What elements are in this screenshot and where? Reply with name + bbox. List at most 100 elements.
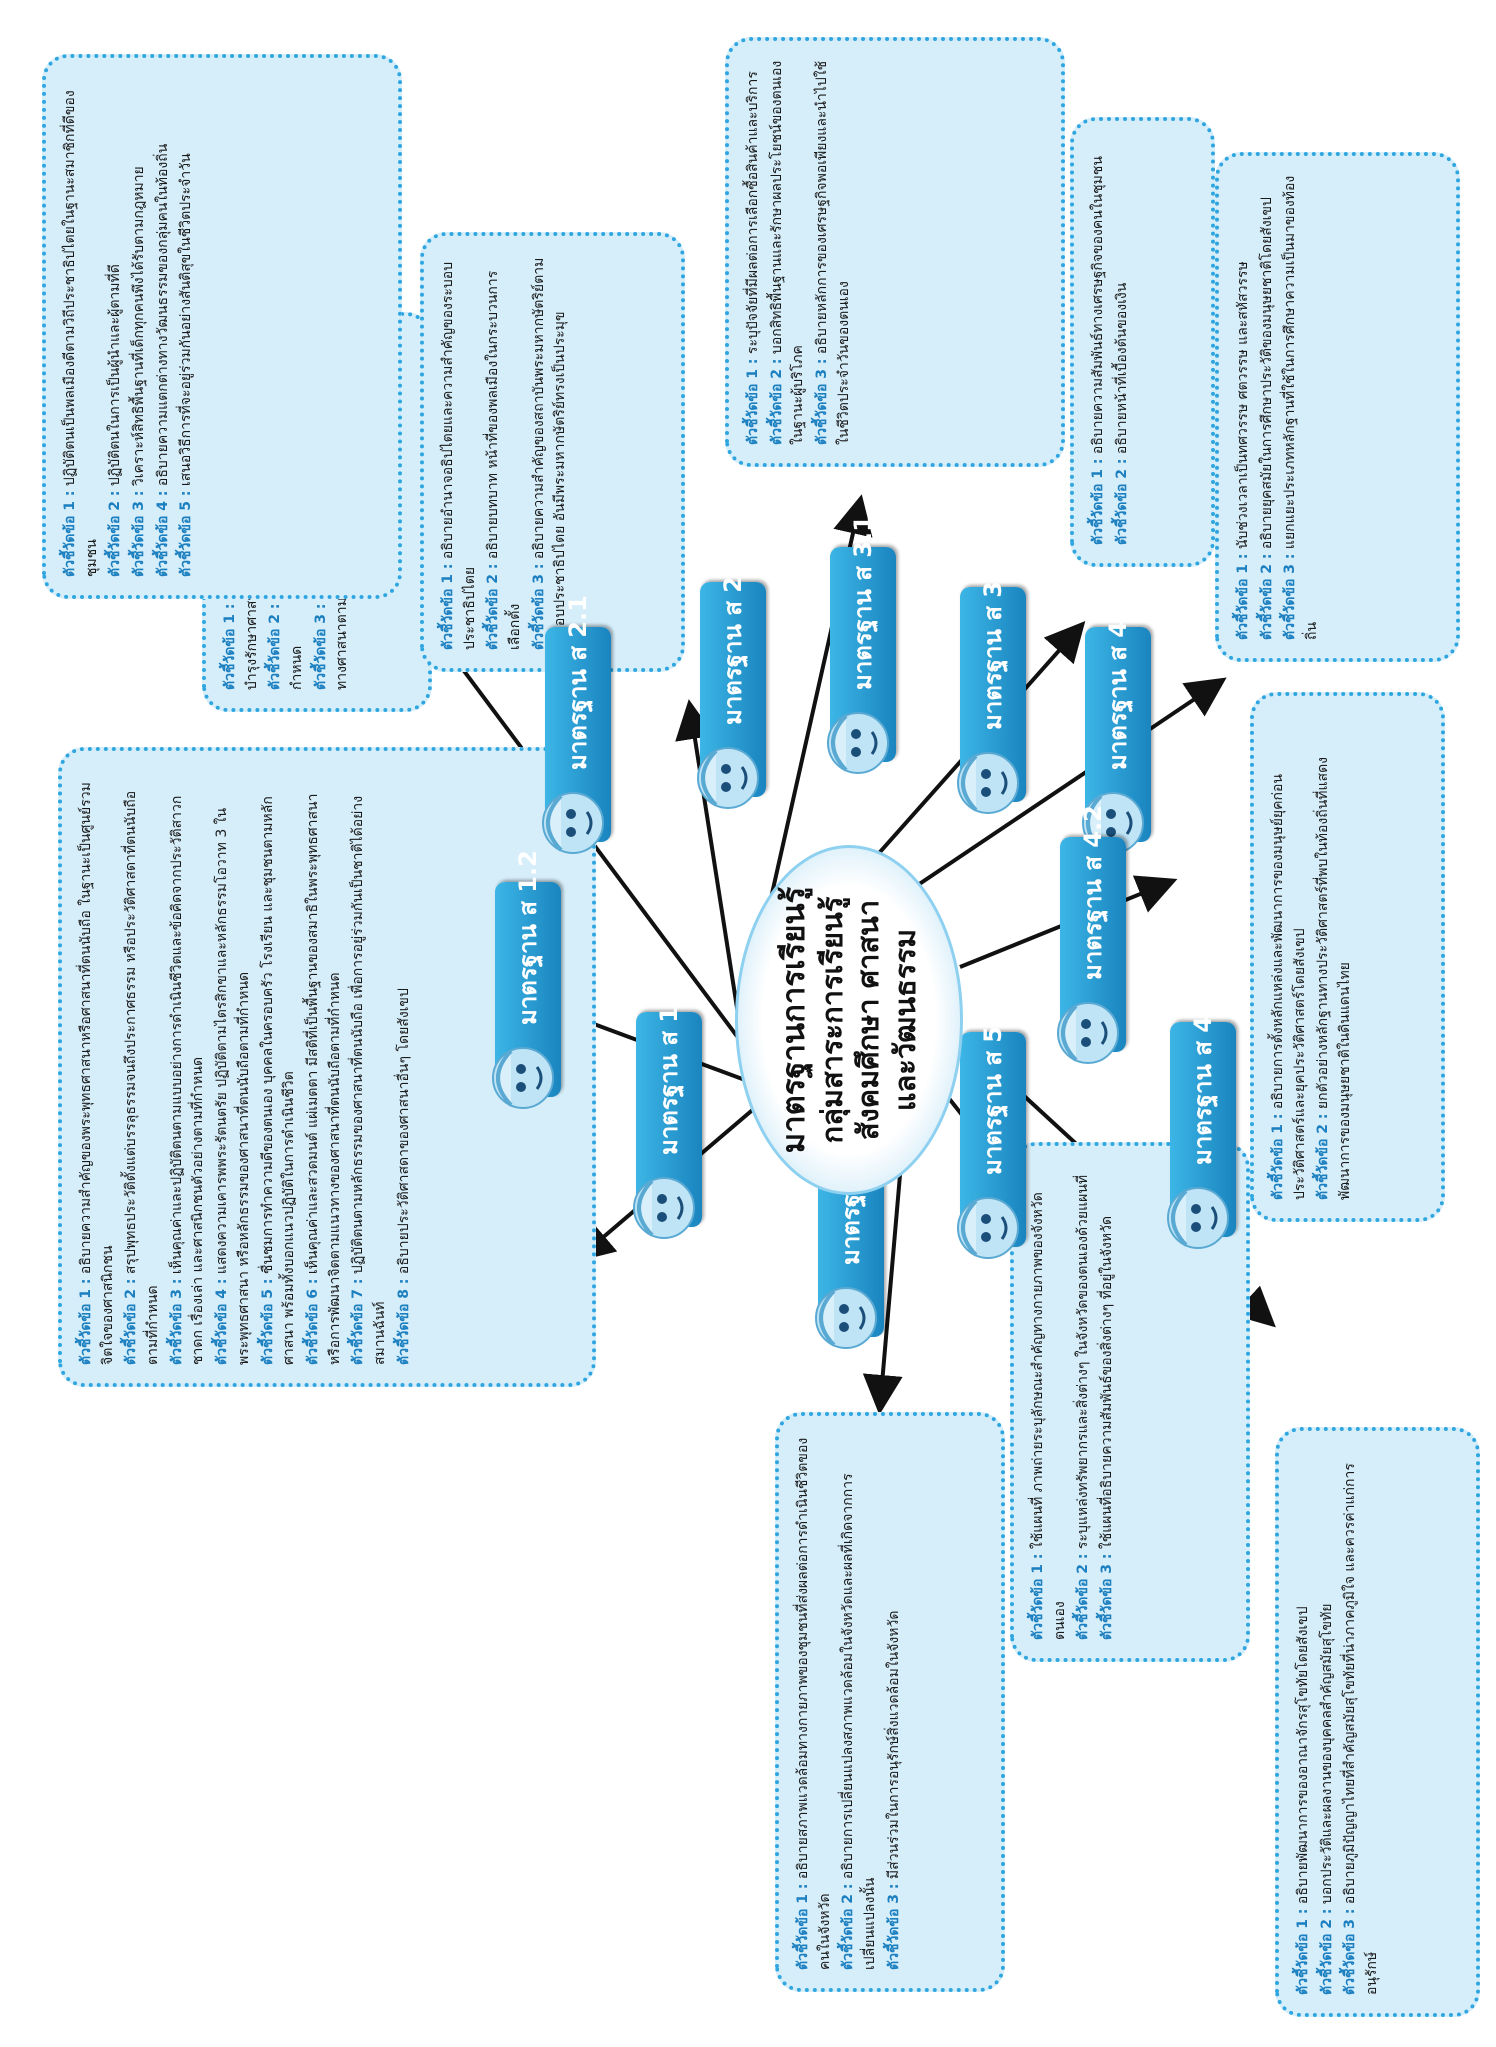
indicator-text: ใช้แผนที่อธิบายความสัมพันธ์ของสิ่งต่างๆ … <box>1099 1215 1116 1550</box>
standard-label: มาตรฐาน ส 2.1 <box>564 595 592 770</box>
indicator-label: ตัวชี้วัดข้อ 8 : <box>395 1278 412 1365</box>
indicator-label: ตัวชี้วัดข้อ 1 : <box>440 563 456 650</box>
indicator-item: ตัวชี้วัดข้อ 2 : อธิบายหน้าที่เบื้องต้นข… <box>1112 139 1134 545</box>
indicator-text: สรุปพุทธประวัติตั้งแต่บรรลุธรรมจนถึงประก… <box>123 790 162 1365</box>
standard-badge-s32: มาตรฐาน ส 3.2 <box>957 555 1026 814</box>
mascot-icon <box>542 792 604 854</box>
indicator-label: ตัวชี้วัดข้อ 2 : <box>123 1278 140 1365</box>
indicator-text: นับช่วงเวลาเป็นทศวรรษ ศตวรรษ และสหัสวรรษ <box>1235 261 1251 550</box>
indicator-item: ตัวชี้วัดข้อ 2 : ระบุแหล่งทรัพยากรและสิ่… <box>1073 1164 1095 1640</box>
center-title-line2: กลุ่มสาระการเรียนรู้ <box>815 896 849 1144</box>
indicator-item: ตัวชี้วัดข้อ 2 : สรุปพุทธประวัติตั้งแต่บ… <box>121 769 164 1365</box>
indicator-label: ตัวชี้วัดข้อ 1 : <box>1235 553 1251 640</box>
indicator-label: ตัวชี้วัดข้อ 2 : <box>1318 1908 1335 1995</box>
indicator-item: ตัวชี้วัดข้อ 8 : อธิบายประวัติศาสดาของศา… <box>394 769 416 1365</box>
indicator-label: ตัวชี้วัดข้อ 2 : <box>1113 458 1130 545</box>
indicator-item: ตัวชี้วัดข้อ 1 : อธิบายอำนาจอธิปไตยและคว… <box>438 254 481 650</box>
indicator-item: ตัวชี้วัดข้อ 3 : วิเคราะห์สิทธิพื้นฐานที… <box>129 76 151 577</box>
indicator-text: ปฏิบัติตนในการเป็นผู้นำและผู้ตามที่ดี <box>107 264 124 487</box>
indicator-item: ตัวชี้วัดข้อ 2 : อธิบายบทบาท หน้าที่ของพ… <box>483 254 526 650</box>
standard-badge-s51: มาตรฐาน ส 5.1 <box>957 1000 1026 1259</box>
indicator-label: ตัวชี้วัดข้อ 3 : <box>1282 553 1299 640</box>
standard-badge-s11: มาตรฐาน ส 1.1 <box>633 980 702 1239</box>
indicator-text: เสนอวิธีการที่จะอยู่ร่วมกันอย่างสันติสุข… <box>178 153 195 487</box>
mascot-icon <box>957 752 1019 814</box>
indicator-label: ตัวชี้วัดข้อ 1 : <box>78 1278 94 1365</box>
indicator-item: ตัวชี้วัดข้อ 3 : แยกแยะประเภทหลักฐานที่ใ… <box>1280 174 1323 640</box>
indicator-label: ตัวชี้วัดข้อ 2 : <box>768 358 785 445</box>
center-title-line1: มาตรฐานการเรียนรู้ <box>776 886 813 1154</box>
indicator-item: ตัวชี้วัดข้อ 3 : ใช้แผนที่อธิบายความสัมพ… <box>1097 1164 1119 1640</box>
indicator-item: ตัวชี้วัดข้อ 1 : อธิบายความสำคัญของพระพุ… <box>76 769 119 1365</box>
standard-label: มาตรฐาน ส 5.1 <box>979 1000 1007 1175</box>
indicator-list: ตัวชี้วัดข้อ 1 : นับช่วงเวลาเป็นทศวรรษ ศ… <box>1233 174 1324 640</box>
indicator-list: ตัวชี้วัดข้อ 1 : อธิบายความสำคัญของพระพุ… <box>76 769 415 1365</box>
mascot-icon <box>815 1287 877 1349</box>
indicator-text: อธิบายความแตกต่างทางวัฒนธรรมของกลุ่มคนใน… <box>154 143 171 487</box>
indicator-list: ตัวชี้วัดข้อ 1 : อธิบายการตั้งหลักแหล่งแ… <box>1268 714 1357 1200</box>
indicator-list: ตัวชี้วัดข้อ 1 : อธิบายพัฒนาการของอาณาจั… <box>1293 1449 1384 1995</box>
indicator-item: ตัวชี้วัดข้อ 5 : เสนอวิธีการที่จะอยู่ร่ว… <box>176 76 198 577</box>
indicator-list: ตัวชี้วัดข้อ 1 : อธิบายความสัมพันธ์ทางเศ… <box>1088 139 1133 545</box>
arrow-s22 <box>675 699 742 1028</box>
indicator-text: บอกประวัติและผลงานของบุคคลสำคัญสมัยสุโขท… <box>1318 1603 1335 1905</box>
indicator-label: ตัวชี้วัดข้อ 4 : <box>154 490 171 577</box>
indicator-item: ตัวชี้วัดข้อ 1 : ปฏิบัติตนเป็นพลเมืองดีต… <box>60 76 103 577</box>
indicator-text: ระบุปัจจัยที่มีผลต่อการเลือกซื้อสินค้าแล… <box>745 71 761 355</box>
standard-label: มาตรฐาน ส 3.1 <box>849 515 877 690</box>
mascot-icon <box>1167 1187 1229 1249</box>
indicator-item: ตัวชี้วัดข้อ 7 : ปฏิบัติตนตามหลักธรรมของ… <box>348 769 391 1365</box>
indicator-label: ตัวชี้วัดข้อ 3 : <box>814 358 831 445</box>
indicator-item: ตัวชี้วัดข้อ 2 : ยกตัวอย่างหลักฐานทางประ… <box>1313 714 1356 1200</box>
indicator-item: ตัวชี้วัดข้อ 1 : อธิบายพัฒนาการของอาณาจั… <box>1293 1449 1315 1995</box>
mascot-icon <box>697 747 759 809</box>
indicator-label: ตัวชี้วัดข้อ 3 : <box>1342 1908 1359 1995</box>
standard-badge-s31: มาตรฐาน ส 3.1 <box>827 515 896 774</box>
indicator-label: ตัวชี้วัดข้อ 3 : <box>885 1883 902 1970</box>
indicator-item: ตัวชี้วัดข้อ 2 : อธิบายยุคสมัยในการศึกษา… <box>1257 174 1279 640</box>
indicator-item: ตัวชี้วัดข้อ 4 : แสดงความเคารพพระรัตนตรั… <box>212 769 255 1365</box>
indicator-text: อธิบายยุคสมัยในการศึกษาประวัติของมนุษยชา… <box>1258 197 1275 550</box>
mascot-icon <box>957 1197 1019 1259</box>
indicator-label: ตัวชี้วัดข้อ 1 : <box>1090 458 1106 545</box>
indicator-item: ตัวชี้วัดข้อ 4 : อธิบายความแตกต่างทางวัฒ… <box>153 76 175 577</box>
standard-label: มาตรฐาน ส 1.1 <box>655 980 683 1155</box>
mascot-icon <box>633 1177 695 1239</box>
indicator-label: ตัวชี้วัดข้อ 3 : <box>168 1278 185 1365</box>
standard-label: มาตรฐาน ส 1.2 <box>514 850 542 1025</box>
indicator-label: ตัวชี้วัดข้อ 2 : <box>485 563 502 650</box>
indicator-label: ตัวชี้วัดข้อ 6 : <box>304 1278 321 1365</box>
indicator-box-s43: ตัวชี้วัดข้อ 1 : อธิบายพัฒนาการของอาณาจั… <box>1275 1427 1480 2017</box>
indicator-item: ตัวชี้วัดข้อ 1 : อธิบายสภาพแวดล้อมทางกาย… <box>793 1434 836 1970</box>
indicator-box-s21: ตัวชี้วัดข้อ 1 : ปฏิบัติตนเป็นพลเมืองดีต… <box>42 54 402 599</box>
indicator-label: ตัวชี้วัดข้อ 1 : <box>795 1883 811 1970</box>
indicator-label: ตัวชี้วัดข้อ 1 : <box>222 603 238 690</box>
indicator-label: ตัวชี้วัดข้อ 1 : <box>1270 1113 1286 1200</box>
indicator-label: ตัวชี้วัดข้อ 4 : <box>214 1278 231 1365</box>
indicator-list: ตัวชี้วัดข้อ 1 : อธิบายสภาพแวดล้อมทางกาย… <box>793 1434 905 1970</box>
indicator-label: ตัวชี้วัดข้อ 1 : <box>1030 1553 1046 1640</box>
indicator-text: ระบุแหล่งทรัพยากรและสิ่งต่างๆ ในจังหวัดข… <box>1075 1174 1092 1550</box>
indicator-item: ตัวชี้วัดข้อ 1 : ระบุปัจจัยที่มีผลต่อการ… <box>743 59 765 445</box>
indicator-item: ตัวชี้วัดข้อ 6 : เห็นคุณค่าและสวดมนต์ แผ… <box>303 769 346 1365</box>
indicator-label: ตัวชี้วัดข้อ 5 : <box>178 490 195 577</box>
indicator-item: ตัวชี้วัดข้อ 3 : เห็นคุณค่าและปฏิบัติตนต… <box>167 769 210 1365</box>
center-title-line3: สังคมศึกษา ศาสนา <box>851 899 886 1141</box>
mascot-icon <box>492 1047 554 1109</box>
indicator-text: อธิบายความสำคัญของพระพุทธศาสนาหรือศาสนาท… <box>78 782 116 1365</box>
standard-badge-s52: มาตรฐาน ส 5.2 <box>815 1090 884 1349</box>
indicator-box-s32: ตัวชี้วัดข้อ 1 : อธิบายความสัมพันธ์ทางเศ… <box>1070 117 1215 567</box>
standard-label: มาตรฐาน ส 4.2 <box>1079 805 1107 980</box>
standard-badge-s42: มาตรฐาน ส 4.2 <box>1057 805 1126 1064</box>
indicator-item: ตัวชี้วัดข้อ 5 : ชื่นชมการทำความดีของตนเ… <box>258 769 301 1365</box>
standard-badge-s12: มาตรฐาน ส 1.2 <box>492 850 561 1109</box>
indicator-list: ตัวชี้วัดข้อ 1 : ใช้แผนที่ ภาพถ่ายระบุลั… <box>1028 1164 1119 1640</box>
standard-badge-s21: มาตรฐาน ส 2.1 <box>542 595 611 854</box>
indicator-item: ตัวชี้วัดข้อ 2 : ปฏิบัติตนในการเป็นผู้นำ… <box>105 76 127 577</box>
indicator-label: ตัวชี้วัดข้อ 1 : <box>62 490 78 577</box>
indicator-item: ตัวชี้วัดข้อ 3 : อธิบายหลักการของเศรษฐกิ… <box>812 59 855 445</box>
standard-label: มาตรฐาน ส 2.2 <box>719 550 747 725</box>
indicator-list: ตัวชี้วัดข้อ 1 : ปฏิบัติตนเป็นพลเมืองดีต… <box>60 76 198 577</box>
